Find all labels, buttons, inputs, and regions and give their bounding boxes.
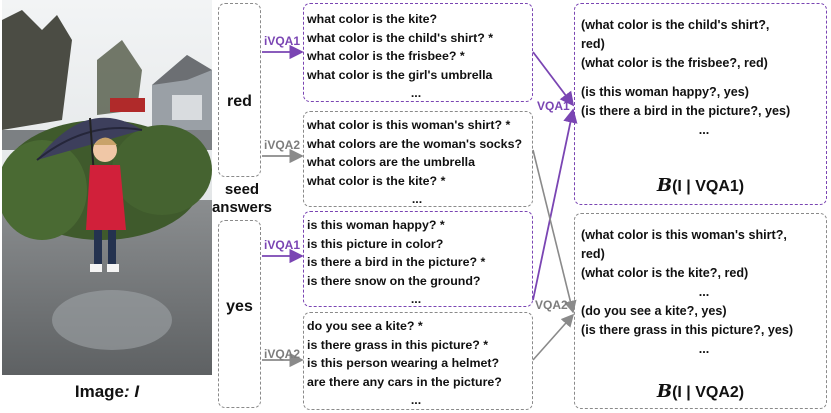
question-item: what color is this woman's shirt? * (307, 118, 511, 132)
image-caption-prefix: Image (74, 382, 125, 401)
result-title-text: (I | VQA1) (672, 178, 745, 195)
question-item: what color is the kite? (307, 12, 438, 26)
question-item: what color is the child's shirt? * (307, 30, 494, 45)
result-title-vqa1: B(I | VQA1) (574, 176, 827, 196)
question-ellipsis: ... (410, 86, 422, 100)
question-item: what colors are the umbrella (307, 155, 476, 169)
question-ellipsis: ... (411, 192, 423, 206)
question-item: are there any cars in the picture? (307, 374, 502, 389)
result-list-vqa2: (what color is this woman's shirt?, red)… (574, 220, 827, 409)
result-pair: red) (581, 37, 605, 51)
seed-answer-yes: yes (226, 298, 253, 315)
result-title-symbol: B (656, 381, 673, 402)
edge-label-vqa1: VQA1 (537, 99, 570, 113)
edge-label-vqa2: VQA2 (535, 298, 568, 312)
question-item: do you see a kite? * (307, 319, 423, 333)
result-pair: (is there a bird in the picture?, yes) (581, 104, 791, 118)
edge-label-ivqa2-yes: iVQA2 (264, 347, 301, 361)
image-caption: Image: I (0, 382, 214, 402)
result-pair: (is there grass in this picture?, yes) (581, 323, 794, 337)
question-item: is there a bird in the picture? * (307, 255, 486, 269)
arrow-vqa1-from-yes (532, 108, 578, 301)
result-ellipsis: ... (698, 123, 710, 137)
arrow-vqa2-from-red (532, 149, 577, 314)
result-list-vqa1: (what color is the child's shirt?, red) … (574, 10, 827, 205)
result-ellipsis: ... (698, 285, 710, 299)
result-pair: (what color is this woman's shirt?, (581, 228, 787, 242)
image-caption-variable: : I (124, 382, 140, 401)
arrow-vqa2-from-yes (532, 313, 575, 361)
question-ellipsis: ... (410, 292, 422, 306)
question-item: what color is the frisbee? * (307, 49, 465, 63)
result-box-vqa1 (574, 3, 827, 205)
result-title-vqa2: B(I | VQA2) (574, 382, 827, 402)
input-photo (2, 0, 212, 375)
seed-answer-red: red (227, 93, 252, 110)
question-item: is there grass in this picture? * (307, 337, 489, 352)
result-pair: red) (581, 247, 605, 261)
question-item: is this woman happy? * (307, 218, 445, 232)
edge-label-ivqa1-red: iVQA1 (264, 34, 301, 48)
question-ellipsis: ... (410, 393, 422, 407)
edge-label-ivqa1-yes: iVQA1 (264, 238, 301, 252)
result-pair: (what color is the child's shirt?, (581, 18, 770, 32)
seed-answer-box-red (218, 3, 261, 177)
question-item: is this person wearing a helmet? (307, 356, 500, 370)
question-item: what color is the kite? * (307, 173, 446, 188)
arrow-vqa1-from-red (532, 51, 575, 107)
result-pair: (what color is the kite?, red) (581, 266, 749, 280)
question-list-ivqa2-red: what color is this woman's shirt? * what… (303, 112, 535, 209)
question-item: is this picture in color? (307, 236, 444, 251)
seed-caption-line1: seed (224, 181, 260, 198)
question-list-ivqa2-yes: do you see a kite? * is there grass in t… (303, 313, 533, 410)
seed-answers-caption: seed answers (207, 181, 277, 217)
seed-answer-box-yes (218, 220, 261, 408)
result-pair: (do you see a kite?, yes) (581, 304, 727, 318)
question-item: what color is the girl's umbrella (307, 67, 493, 82)
result-title-symbol: B (656, 175, 673, 196)
edge-label-ivqa2-red: iVQA2 (264, 138, 301, 152)
result-ellipsis: ... (698, 342, 710, 356)
question-item: is there snow on the ground? (307, 273, 481, 288)
result-pair: (is this woman happy?, yes) (581, 85, 749, 99)
result-pair: (what color is the frisbee?, red) (581, 56, 768, 70)
question-list-ivqa1-yes: is this woman happy? * is this picture i… (303, 212, 533, 309)
question-list-ivqa1-red: what color is the kite? what color is th… (303, 6, 533, 103)
seed-caption-line2: answers (211, 199, 273, 216)
question-item: what colors are the woman's socks? (307, 136, 523, 151)
result-title-text: (I | VQA2) (672, 384, 745, 401)
